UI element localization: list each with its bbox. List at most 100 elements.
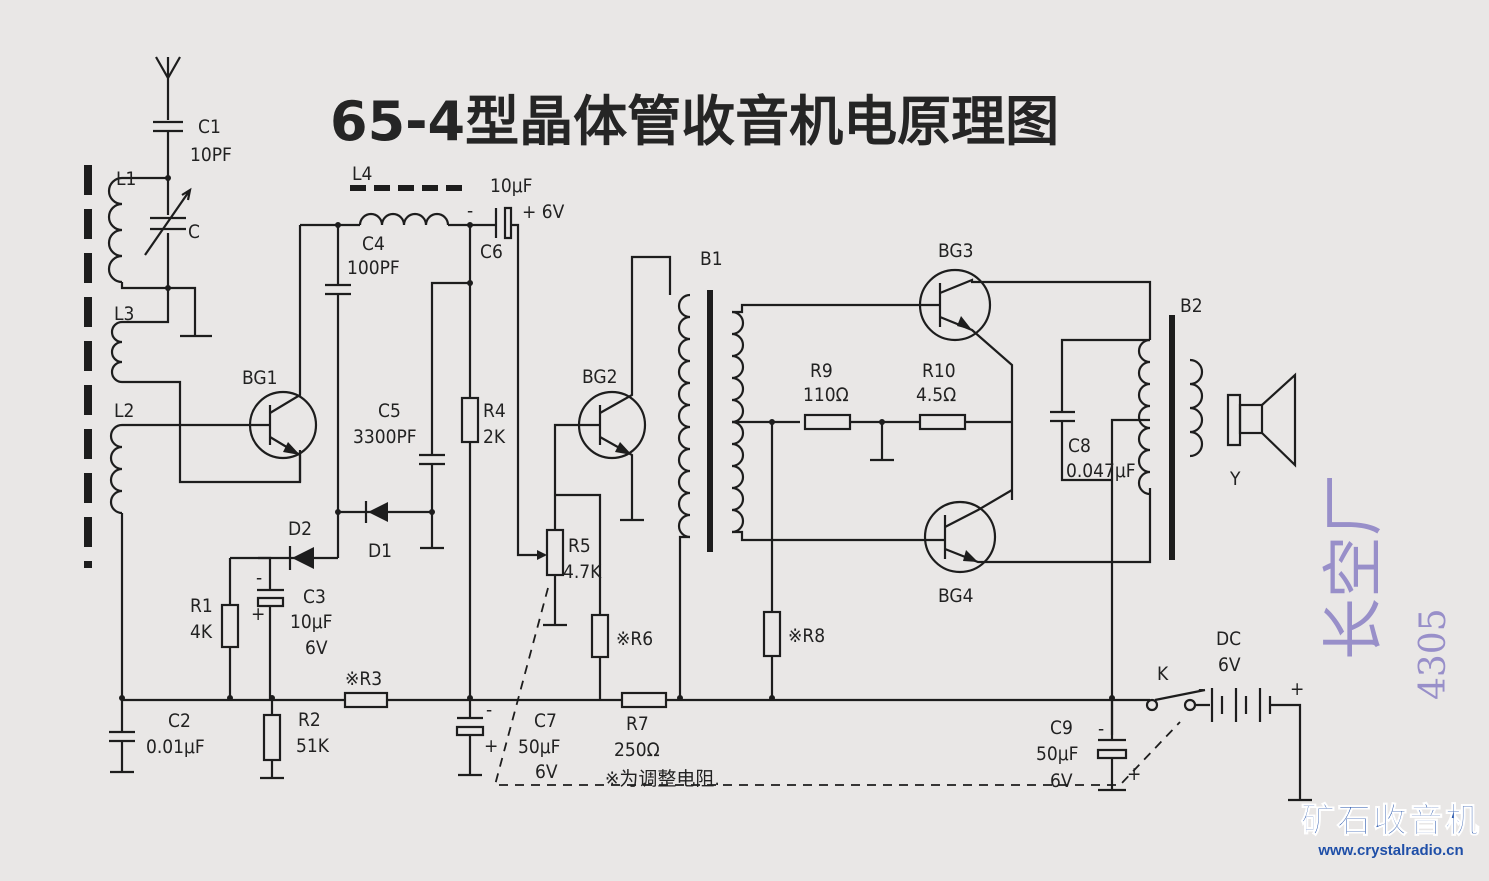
label-l3: L3: [114, 303, 134, 325]
label-dc: DC: [1216, 628, 1241, 650]
resistor-r9: [803, 413, 852, 431]
ink-stamp: 长空厂 4305: [1317, 474, 1454, 700]
junction: [429, 509, 435, 515]
wire: [732, 303, 925, 542]
label-d1: D1: [368, 540, 392, 562]
label-r4: R4: [483, 400, 506, 422]
label-c9-voltage: 6V: [1050, 770, 1073, 792]
label-l2: L2: [114, 400, 134, 422]
label-r10-value: 4.5Ω: [916, 384, 956, 406]
label-battery-plus: +: [1290, 678, 1304, 700]
label-r5-value: 4.7K: [563, 561, 602, 583]
wire: [870, 422, 894, 462]
label-dc-value: 6V: [1218, 654, 1241, 676]
wire: [678, 535, 690, 700]
electrolytic-capacitor-c7: [455, 700, 485, 777]
junction: [119, 695, 125, 701]
label-c6: C6: [480, 241, 503, 263]
transistor-bg3: [918, 268, 1152, 500]
junction: [269, 695, 275, 701]
wire: [555, 493, 602, 700]
label-k: K: [1157, 663, 1169, 685]
label-c3-minus: -: [256, 567, 262, 589]
label-c5-value: 3300PF: [353, 426, 417, 448]
label-r1: R1: [190, 595, 213, 617]
label-l4: L4: [352, 163, 372, 185]
label-r10: R10: [922, 360, 956, 382]
ganged-control-link: [493, 587, 1181, 786]
resistor-r10: [918, 413, 967, 431]
label-c7-plus: +: [484, 735, 498, 757]
coil-l1: [107, 176, 123, 284]
transistor-bg2: [553, 255, 672, 530]
capacitor-c5: [419, 281, 470, 550]
label-b2: B2: [1180, 295, 1203, 317]
wiper-arrow-icon: [537, 550, 547, 560]
diode-d2: [228, 546, 338, 605]
b2-primary-coil: [1137, 338, 1151, 496]
label-c1: C1: [198, 116, 221, 138]
label-c6-voltage: + 6V: [522, 201, 565, 223]
label-c: C: [188, 221, 200, 243]
capacitor-c1: [153, 120, 183, 178]
label-c6-minus: -: [467, 200, 473, 222]
stamp-text: 长空厂: [1317, 474, 1390, 660]
resistor-r4: [460, 396, 480, 444]
electrolytic-capacitor-c9: [1096, 700, 1128, 792]
label-c8-value: 0.047μF: [1066, 460, 1136, 482]
variable-capacitor-c: [144, 187, 192, 256]
label-r2: R2: [298, 709, 321, 731]
label-r7-value: 250Ω: [614, 739, 660, 761]
wire: [122, 380, 302, 484]
b1-secondary-coil-lower: [731, 420, 745, 534]
junction: [165, 175, 171, 181]
wire: [522, 553, 567, 627]
wire: [260, 700, 284, 780]
resistor-r1: [220, 603, 240, 649]
coil-l4: [358, 212, 450, 226]
label-y: Y: [1229, 468, 1241, 490]
resistor-r3: [343, 691, 389, 709]
antenna-icon: [155, 56, 181, 120]
resistor-r6: [590, 613, 610, 659]
label-d2: D2: [288, 518, 312, 540]
label-r9-value: 110Ω: [803, 384, 849, 406]
label-c3-voltage: 6V: [305, 637, 328, 659]
label-r2-value: 51K: [296, 735, 330, 757]
label-c3: C3: [303, 586, 326, 608]
label-c1-value: 10PF: [190, 144, 232, 166]
label-c7: C7: [534, 710, 557, 732]
label-c5: C5: [378, 400, 401, 422]
label-battery-minus: -: [1198, 678, 1204, 700]
battery-icon: [1210, 688, 1312, 802]
junction: [227, 695, 233, 701]
electrolytic-capacitor-c3: [256, 556, 285, 700]
capacitor-c2: [109, 700, 135, 774]
label-c2-value: 0.01μF: [146, 736, 205, 758]
label-c3-plus: +: [251, 603, 265, 625]
label-c9-minus: -: [1098, 718, 1104, 740]
resistor-r8: [762, 610, 782, 658]
label-r8: ※R8: [788, 625, 825, 647]
label-bg2: BG2: [582, 366, 618, 388]
label-r4-value: 2K: [483, 426, 506, 448]
label-r7: R7: [626, 713, 649, 735]
power-switch-k: [1145, 688, 1210, 712]
wire: [122, 288, 170, 324]
label-c7-voltage: 6V: [535, 761, 558, 783]
label-r5: R5: [568, 535, 591, 557]
label-c4-value: 100PF: [347, 257, 400, 279]
watermark-name: 矿石收音机: [1301, 801, 1481, 842]
label-c6-value: 10μF: [490, 175, 532, 197]
label-c8: C8: [1068, 435, 1091, 457]
junction: [1109, 695, 1115, 701]
label-bg4: BG4: [938, 585, 974, 607]
stamp-number: 4305: [1413, 608, 1454, 700]
label-c2: C2: [168, 710, 191, 732]
label-r6: ※R6: [616, 628, 653, 650]
label-l1: L1: [116, 168, 136, 190]
electrolytic-capacitor-c6: [494, 206, 522, 557]
label-c9-value: 50μF: [1036, 743, 1078, 765]
junction: [335, 509, 341, 515]
